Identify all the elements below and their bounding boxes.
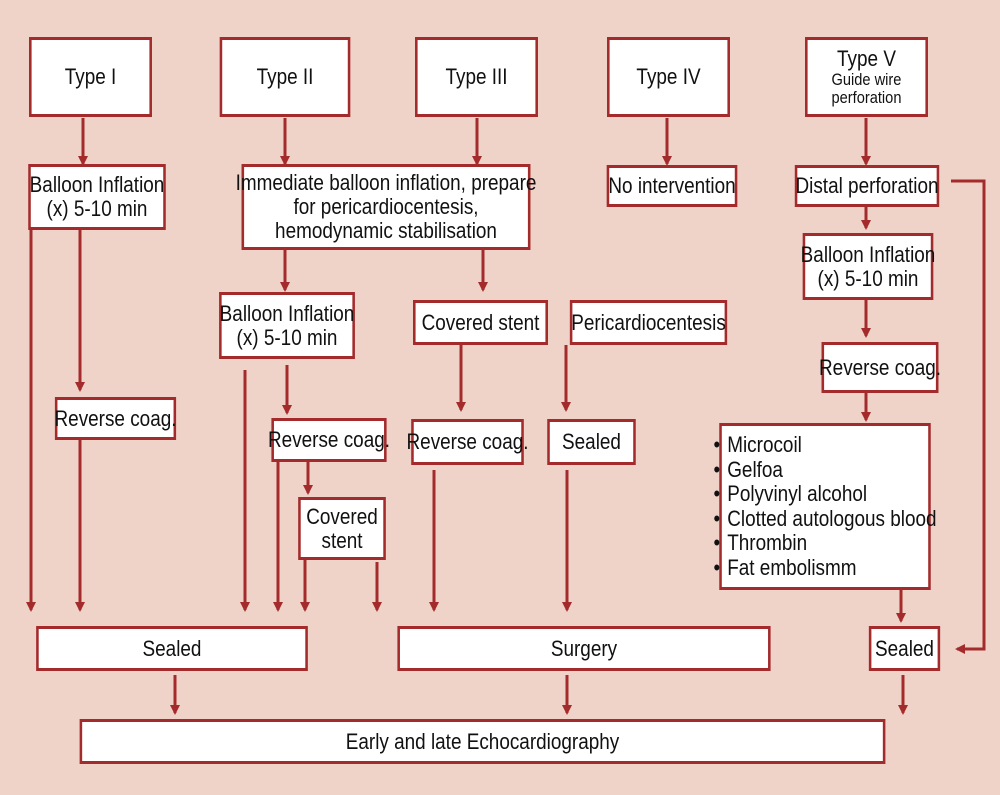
type2-immediate-box: Immediate balloon inflation, prepare for… xyxy=(236,164,536,250)
type5-reverse-coag-label: Reverse coag. xyxy=(819,354,942,380)
type-ii-label: Type II xyxy=(256,64,314,89)
type2-immediate-line3: hemodynamic stabilisation xyxy=(275,218,497,243)
type3-covered-stent-label: Covered stent xyxy=(421,309,540,335)
type2-reverse-coag-box: Reverse coag. xyxy=(268,418,390,462)
type3-sealed-label: Sealed xyxy=(562,429,621,454)
type5-embolization-options-box: Microcoil Gelfoa Polyvinyl alcohol Clott… xyxy=(719,423,937,590)
type2-balloon-line2: (x) 5-10 min xyxy=(236,324,338,350)
type-iii-box: Type III xyxy=(415,37,538,117)
type-v-box: Type V Guide wire perforation xyxy=(805,37,928,117)
echocardiography-box: Early and late Echocardiography xyxy=(79,719,886,764)
outcome-sealed-box: Sealed xyxy=(36,626,308,671)
type-v-label: Type V xyxy=(837,46,896,71)
type2-immediate-line2: for pericardiocentesis, xyxy=(293,194,479,219)
type-v-sub1: Guide wire xyxy=(831,70,902,89)
type3-pericardiocentesis-box: Pericardiocentesis xyxy=(569,300,728,345)
outcome-surgery-box: Surgery xyxy=(397,626,771,671)
type2-covered-stent-box: Covered stent xyxy=(298,497,386,560)
type-v-sub2: perforation xyxy=(831,88,902,107)
option-gelfoa: Gelfoa xyxy=(713,457,936,483)
type5-balloon-inflation-box: Balloon Inflation (x) 5-10 min xyxy=(800,233,936,300)
type2-reverse-coag-label: Reverse coag. xyxy=(268,427,391,452)
type5-distal-perforation-box: Distal perforation xyxy=(794,165,940,207)
type2-covered-line1: Covered xyxy=(306,503,378,529)
option-microcoil: Microcoil xyxy=(713,432,936,458)
option-thrombin: Thrombin xyxy=(713,530,936,556)
type-ii-box: Type II xyxy=(219,37,351,117)
type2-balloon-inflation-box: Balloon Inflation (x) 5-10 min xyxy=(219,292,355,359)
type3-reverse-coag-box: Reverse coag. xyxy=(407,419,529,465)
type4-no-intervention-box: No intervention xyxy=(606,165,738,207)
type2-covered-line2: stent xyxy=(321,527,363,553)
type1-balloon-line2: (x) 5-10 min xyxy=(46,196,148,221)
echocardiography-label: Early and late Echocardiography xyxy=(345,728,620,754)
type-iv-label: Type IV xyxy=(636,64,701,89)
type2-balloon-line1: Balloon Inflation xyxy=(219,300,355,326)
type1-balloon-inflation-box: Balloon Inflation (x) 5-10 min xyxy=(28,164,166,230)
type3-covered-stent-box: Covered stent xyxy=(412,300,549,345)
outcome-surgery-label: Surgery xyxy=(550,635,618,661)
type-iv-box: Type IV xyxy=(607,37,730,117)
type3-reverse-coag-label: Reverse coag. xyxy=(406,429,529,454)
type1-reverse-coag-label: Reverse coag. xyxy=(54,405,177,431)
type1-reverse-coag-box: Reverse coag. xyxy=(54,397,177,440)
type-i-label: Type I xyxy=(64,64,117,89)
type5-sealed-box: Sealed xyxy=(868,626,941,671)
type-iii-label: Type III xyxy=(445,64,508,89)
embolization-options-list: Microcoil Gelfoa Polyvinyl alcohol Clott… xyxy=(713,432,936,581)
type5-distal-perforation-label: Distal perforation xyxy=(795,173,939,198)
outcome-sealed-label: Sealed xyxy=(142,635,202,661)
type3-sealed-box: Sealed xyxy=(547,419,636,465)
type5-balloon-line2: (x) 5-10 min xyxy=(817,265,919,291)
type4-no-intervention-label: No intervention xyxy=(608,173,736,198)
type5-reverse-coag-box: Reverse coag. xyxy=(819,342,942,393)
type2-immediate-line1: Immediate balloon inflation, prepare xyxy=(235,170,537,195)
type3-pericardiocentesis-label: Pericardiocentesis xyxy=(571,309,726,335)
option-fat-embolism: Fat embolismm xyxy=(713,555,936,581)
option-polyvinyl-alcohol: Polyvinyl alcohol xyxy=(713,481,936,507)
type5-balloon-line1: Balloon Inflation xyxy=(800,241,936,267)
type5-sealed-label: Sealed xyxy=(875,635,934,661)
type-i-box: Type I xyxy=(29,37,152,117)
option-clotted-autologous-blood: Clotted autologous blood xyxy=(713,506,936,532)
type1-balloon-line1: Balloon Inflation xyxy=(29,172,165,197)
